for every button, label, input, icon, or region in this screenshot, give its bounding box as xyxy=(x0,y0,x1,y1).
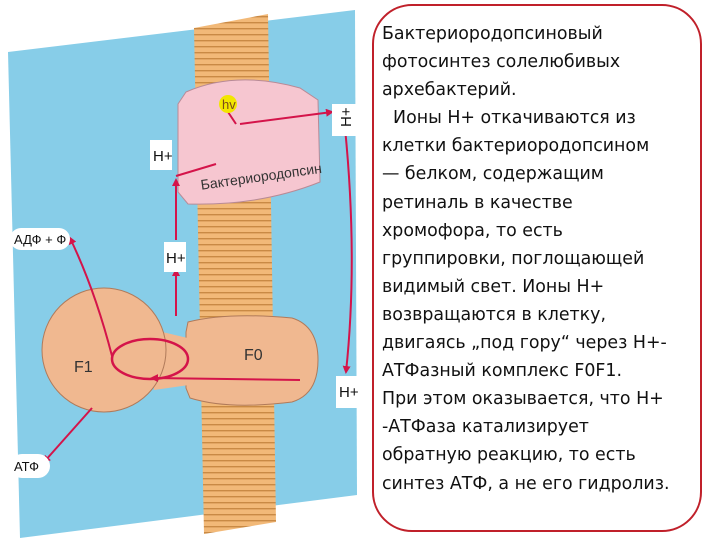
svg-text:H+: H+ xyxy=(166,250,186,267)
external-medium xyxy=(8,10,357,538)
adp-label: АДФ + Ф xyxy=(10,228,70,250)
label-f0: F0 xyxy=(244,347,263,364)
svg-text:АТФ: АТФ xyxy=(14,459,39,474)
h-left-upper-label: H+ xyxy=(150,140,173,170)
text-line: АТФазный комплекс F0F1. xyxy=(382,361,623,382)
text-line: фотосинтез солелюбивых xyxy=(382,52,621,73)
svg-text:АДФ + Ф: АДФ + Ф xyxy=(14,232,66,247)
bacteriorhodopsin-diagram: hv H+ H+ H+ H+ Бактериородопсин АДФ + Ф … xyxy=(8,10,360,538)
text-line: видимый свет. Ионы Н+ xyxy=(382,276,605,297)
text-panel xyxy=(372,4,702,532)
text-line: архебактерий. xyxy=(382,80,517,101)
h-top-right-label: H+ xyxy=(332,104,356,136)
text-line: хромофора, то есть xyxy=(382,220,563,241)
text-line: клетки бактериородопсином xyxy=(382,136,650,157)
light-circle xyxy=(219,95,237,113)
text-line: -АТФаза катализирует xyxy=(382,417,589,438)
label-hv: hv xyxy=(222,97,236,112)
text-line: Ионы Н+ откачиваются из xyxy=(382,108,636,129)
atp-label: АТФ xyxy=(10,454,50,478)
text-line: ретиналь в качестве xyxy=(382,192,573,213)
label-f1: F1 xyxy=(74,359,93,376)
bacteriorhodopsin-protein xyxy=(177,79,321,205)
text-line: — белком, содержащим xyxy=(382,164,604,185)
text-line: группировки, поглощающей xyxy=(382,248,645,269)
text-line: возвращаются в клетку, xyxy=(382,304,606,325)
explanation-text: Бактериородопсиновый фотосинтез солелюби… xyxy=(382,20,702,498)
text-line: обратную реакцию, то есть xyxy=(382,445,636,466)
svg-text:H+: H+ xyxy=(338,107,355,127)
atp-synthase-f0 xyxy=(185,315,319,406)
text-line: двигаясь „под гору“ через Н+- xyxy=(382,333,667,354)
svg-text:H+: H+ xyxy=(153,148,173,165)
proton-arrows xyxy=(42,108,353,464)
text-line: синтез АТФ, а не его гидролиз. xyxy=(382,473,670,494)
text-line: Бактериородопсиновый xyxy=(382,24,603,44)
h-bottom-right-label: H+ xyxy=(336,376,360,408)
rotor-ellipse xyxy=(110,337,190,381)
text-line: При этом оказывается, что Н+ xyxy=(382,389,664,410)
svg-text:H+: H+ xyxy=(339,384,359,401)
h-left-mid-label: H+ xyxy=(164,242,186,272)
atp-synthase-f1 xyxy=(41,287,167,413)
